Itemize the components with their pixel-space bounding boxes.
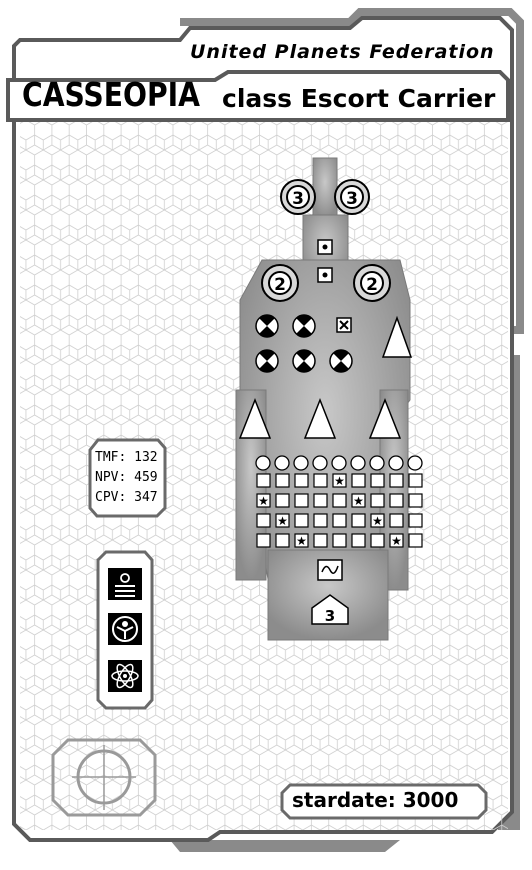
damage-box — [370, 533, 385, 548]
damage-box — [408, 473, 423, 488]
ship-class: class Escort Carrier — [222, 84, 496, 113]
stardate: stardate: 3000 — [292, 788, 459, 812]
damage-box — [389, 513, 404, 528]
damage-box — [408, 493, 423, 508]
medium-turret-right — [353, 264, 391, 302]
damage-box — [313, 513, 328, 528]
svg-text:★: ★ — [353, 494, 364, 508]
damage-box — [256, 473, 271, 488]
ship-name: CASSEOPIA — [22, 75, 200, 114]
heavy-turret-right — [334, 179, 370, 215]
damage-box: ★ — [294, 533, 309, 548]
ftl-drive-icon — [317, 559, 343, 581]
svg-text:★: ★ — [296, 534, 307, 548]
damage-box — [294, 513, 309, 528]
heavy-turret-left — [280, 179, 316, 215]
damage-box — [256, 533, 271, 548]
svg-text:★: ★ — [391, 534, 402, 548]
damage-grid: ★ ★ ★ ★ ★ ★ ★ — [256, 473, 423, 548]
stat-tmf: TMF: 132 — [95, 450, 158, 465]
armor-circle — [388, 455, 404, 471]
atom-icon — [108, 660, 142, 692]
armor-circle — [274, 455, 290, 471]
launch-bay-1 — [255, 314, 279, 338]
svg-text:★: ★ — [372, 514, 383, 528]
svg-text:★: ★ — [277, 514, 288, 528]
crew-icon — [108, 568, 142, 600]
damage-box — [408, 533, 423, 548]
missile-launcher-3 — [303, 397, 337, 439]
stat-npv: NPV: 459 — [95, 470, 158, 485]
damage-box: ★ — [370, 513, 385, 528]
medium-turret-left — [261, 264, 299, 302]
engine-housing — [311, 594, 349, 625]
damage-box — [389, 493, 404, 508]
svg-text:★: ★ — [334, 474, 345, 488]
point-defense-1 — [317, 239, 333, 255]
damage-box — [408, 513, 423, 528]
damage-box — [389, 473, 404, 488]
damage-box — [294, 493, 309, 508]
damage-box — [332, 533, 347, 548]
armor-circle — [350, 455, 366, 471]
armor-circles — [255, 455, 423, 471]
damage-box — [351, 513, 366, 528]
damage-box: ★ — [256, 493, 271, 508]
launch-bays — [255, 314, 353, 373]
launch-bay-2 — [292, 314, 316, 338]
point-defense-2 — [317, 267, 333, 283]
damage-box — [275, 473, 290, 488]
launch-bay-5 — [329, 349, 353, 373]
launch-bay-4 — [292, 349, 316, 373]
damage-box — [332, 493, 347, 508]
damage-box — [313, 473, 328, 488]
shield-emblem-icon — [108, 613, 142, 645]
armor-circle — [255, 455, 271, 471]
missile-launcher-1 — [381, 315, 413, 358]
medium-turret-left-label: 2 — [274, 275, 286, 295]
launch-bay-3 — [255, 349, 279, 373]
sensor-module — [336, 317, 352, 333]
missile-launcher-4 — [368, 397, 402, 439]
damage-box: ★ — [351, 493, 366, 508]
damage-box — [351, 473, 366, 488]
missile-launcher-2 — [238, 397, 272, 439]
title-banner — [6, 70, 510, 122]
damage-box — [294, 473, 309, 488]
damage-box — [313, 533, 328, 548]
armor-circle — [369, 455, 385, 471]
damage-box — [351, 533, 366, 548]
damage-box: ★ — [389, 533, 404, 548]
stardate-box — [280, 783, 488, 820]
frame-edge — [180, 8, 524, 334]
damage-box — [256, 513, 271, 528]
damage-box — [275, 533, 290, 548]
frame-bottom-bar — [170, 840, 400, 852]
armor-circle — [407, 455, 423, 471]
faction-name: United Planets Federation — [190, 41, 495, 63]
damage-box — [275, 493, 290, 508]
damage-box — [332, 513, 347, 528]
armor-circle — [312, 455, 328, 471]
armor-circle — [293, 455, 309, 471]
stat-cpv: CPV: 347 — [95, 490, 158, 505]
heavy-turret-left-label: 3 — [292, 189, 304, 209]
damage-box — [370, 493, 385, 508]
armor-circle — [331, 455, 347, 471]
engine-label: 3 — [325, 607, 335, 625]
damage-box: ★ — [332, 473, 347, 488]
reticle-icon — [51, 738, 157, 817]
damage-box — [370, 473, 385, 488]
stats-box — [88, 438, 167, 518]
svg-text:★: ★ — [258, 494, 269, 508]
ship-silhouette — [235, 157, 411, 641]
damage-box — [313, 493, 328, 508]
medium-turret-right-label: 2 — [366, 275, 378, 295]
heavy-turret-right-label: 3 — [346, 189, 358, 209]
damage-box: ★ — [275, 513, 290, 528]
